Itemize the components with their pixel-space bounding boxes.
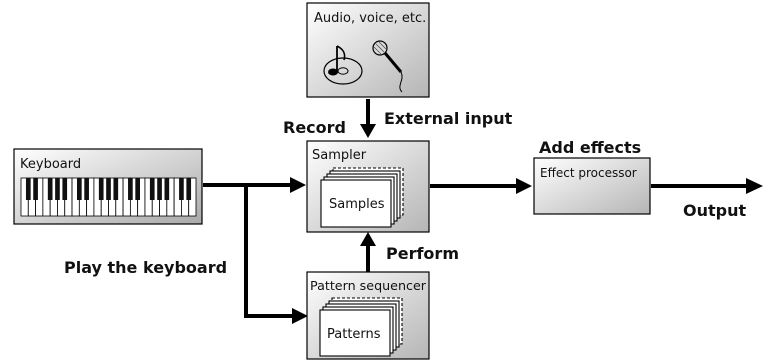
sampler-label: Sampler xyxy=(312,148,367,163)
black-key xyxy=(62,178,68,200)
cd-music-note-icon xyxy=(323,45,363,85)
effect-processor-box: Effect processor xyxy=(533,157,651,215)
arrowhead-into-effects xyxy=(516,178,532,194)
patterns-stack: Patterns xyxy=(319,297,403,357)
play-keyboard-label: Play the keyboard xyxy=(64,258,227,277)
external-input-label: External input xyxy=(384,109,513,128)
pattern-sequencer-box: Pattern sequencer Patterns xyxy=(306,271,430,360)
black-key xyxy=(149,178,155,200)
sampler-box: Sampler Samples xyxy=(306,140,430,233)
black-key xyxy=(77,178,82,200)
black-key xyxy=(128,178,133,200)
keyboard-label: Keyboard xyxy=(20,157,81,172)
black-key xyxy=(157,178,162,200)
pattern-sequencer-label: Pattern sequencer xyxy=(310,279,426,293)
black-key xyxy=(33,178,38,200)
microphone-icon xyxy=(372,40,403,93)
black-key xyxy=(113,178,119,200)
connectors xyxy=(203,99,763,324)
audio-source-box: Audio, voice, etc. xyxy=(306,2,430,98)
arrowhead-output xyxy=(746,178,763,194)
keyboard-keys xyxy=(20,177,197,217)
black-key xyxy=(135,178,140,200)
black-key xyxy=(55,178,60,200)
effect-processor-label: Effect processor xyxy=(540,166,637,180)
audio-source-label: Audio, voice, etc. xyxy=(314,11,426,26)
samples-label: Samples xyxy=(329,197,385,212)
output-label: Output xyxy=(683,201,746,220)
black-key xyxy=(47,178,53,200)
arrowhead-into-pattern-sequencer xyxy=(292,308,308,324)
patterns-label: Patterns xyxy=(327,327,381,342)
keyboard-box: Keyboard xyxy=(13,148,203,225)
arrowhead-into-sampler-top xyxy=(360,124,376,138)
black-key xyxy=(106,178,111,200)
black-key xyxy=(186,178,192,200)
perform-label: Perform xyxy=(386,244,459,263)
black-key xyxy=(25,178,31,200)
black-key xyxy=(98,178,104,200)
add-effects-label: Add effects xyxy=(539,138,641,157)
arrowhead-perform xyxy=(360,232,376,246)
black-key xyxy=(179,178,184,200)
arrowhead-into-sampler xyxy=(290,177,306,193)
record-label: Record xyxy=(283,118,346,137)
black-key xyxy=(84,178,89,200)
black-key xyxy=(164,178,170,200)
samples-stack: Samples xyxy=(320,167,404,228)
